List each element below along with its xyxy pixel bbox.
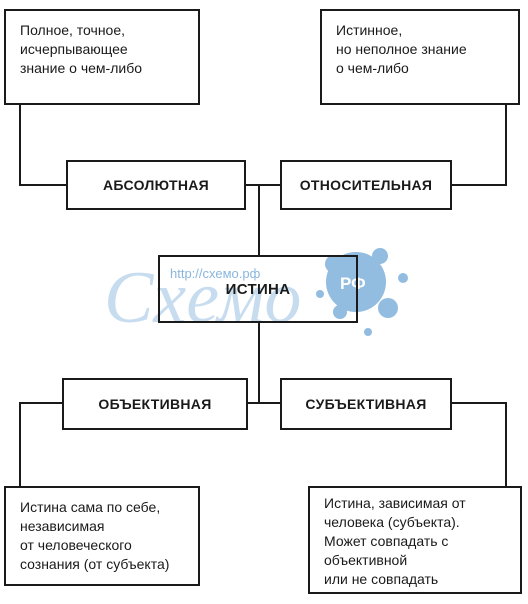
objective-description: Истина сама по себе, независимая от чело… — [4, 486, 200, 586]
connector-bottom-left — [19, 402, 62, 486]
objective-label: ОБЪЕКТИВНАЯ — [62, 378, 248, 430]
absolute-label: АБСОЛЮТНАЯ — [66, 160, 246, 210]
connector-top-left — [19, 104, 66, 186]
connector-bottom-right — [452, 402, 507, 486]
relative-label: ОТНОСИТЕЛЬНАЯ — [280, 160, 452, 210]
truth-center-label: ИСТИНА — [158, 255, 358, 323]
absolute-description: Полное, точное, исчерпывающее знание о ч… — [4, 9, 200, 105]
relative-description: Истинное, но неполное знание о чем-либо — [320, 9, 520, 105]
connector-top-right — [452, 104, 507, 186]
subjective-label: СУБЪЕКТИВНАЯ — [280, 378, 452, 430]
subjective-description: Истина, зависимая от человека (субъекта)… — [308, 486, 522, 594]
